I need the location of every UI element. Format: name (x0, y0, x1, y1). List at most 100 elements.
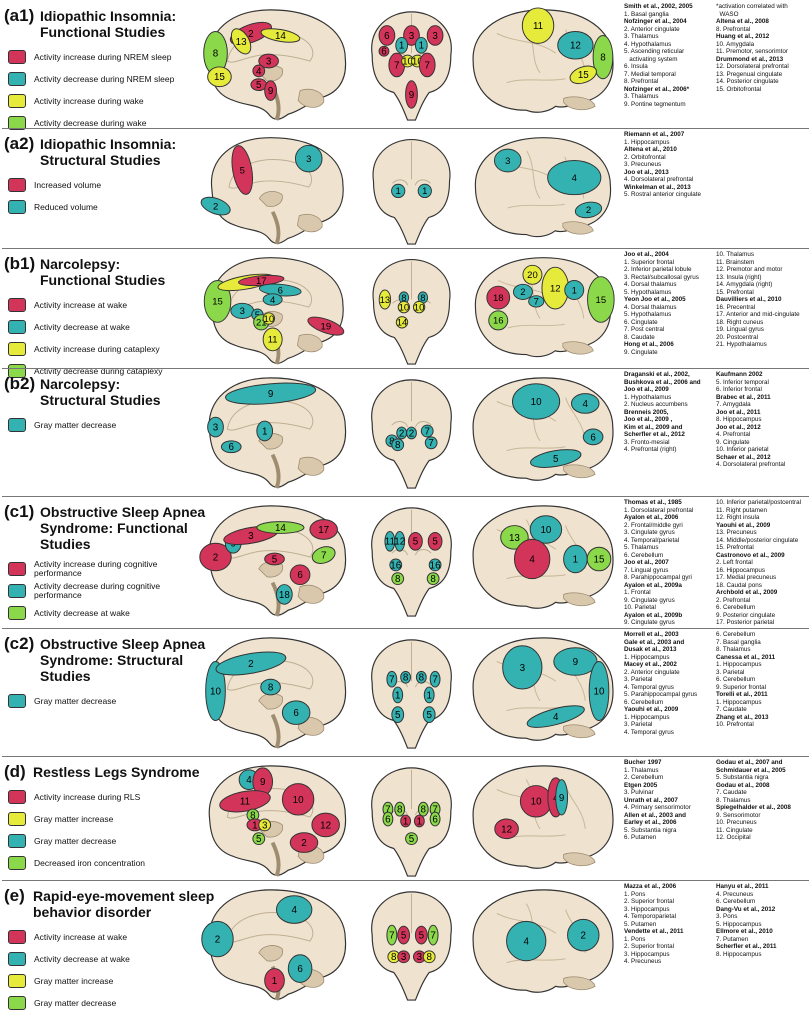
reference-region: 6. Cerebellum (716, 631, 756, 638)
region-number: 19 (321, 321, 332, 332)
reference-author: Archbold et al., 2009 (716, 589, 778, 596)
panel-title-line: Structural Studies (40, 152, 161, 168)
region-number: 2 (399, 428, 404, 439)
region-shape (420, 424, 434, 438)
brain-region: 4 (252, 64, 266, 78)
reference-region: 4. Dorsolateral prefrontal (716, 461, 786, 468)
panel-label: (b1) (4, 254, 36, 273)
reference-region: 6. Cerebellum (716, 676, 756, 683)
legend-swatch (8, 298, 26, 312)
brain-region: 4 (506, 920, 547, 962)
reference-region: 9. Cingulate (624, 348, 658, 356)
reference-region: 17. Anterior and mid-cingulate (716, 311, 800, 318)
region-number: 9 (268, 389, 273, 400)
reference-region: 1. Hippocampus (716, 698, 762, 706)
reference-region: 7. Post central (624, 326, 665, 333)
brain-region: 16 (488, 310, 509, 331)
brain-region: 17 (309, 519, 338, 540)
brain-region: 5 (422, 706, 436, 723)
region-shape (215, 651, 287, 676)
brain-region: 3 (426, 25, 444, 46)
reference-column: Draganski et al., 2002,Bushkova et al., … (624, 371, 716, 454)
brain-region: 6 (429, 811, 441, 827)
region-shape (426, 25, 444, 46)
brain-region: 10 (529, 515, 563, 544)
brain-region: 4 (513, 538, 551, 580)
brain-region: 2 (406, 426, 417, 439)
region-number: 3 (213, 423, 219, 434)
legend-item: Gray matter decrease (8, 832, 198, 850)
region-number: 2 (586, 205, 591, 216)
reference-region: 3. Hippocampus (624, 905, 670, 913)
reference-region: 9. Cingulate gyrus (624, 596, 675, 604)
region-number: 5 (240, 165, 245, 176)
region-number: 1 (417, 816, 422, 827)
brain-region: 1 (417, 183, 432, 199)
region-shape (394, 530, 406, 552)
brain-region: 10 (262, 312, 276, 325)
region-number: 8 (401, 293, 406, 304)
region-shape (219, 790, 271, 813)
region-number: 2 (581, 931, 586, 942)
region-shape (252, 64, 266, 78)
region-number: 10 (399, 302, 410, 313)
region-shape (391, 572, 405, 586)
region-number: 1 (399, 41, 404, 52)
region-shape (592, 34, 614, 80)
brain-region: 13 (378, 289, 392, 310)
region-number: 9 (260, 777, 265, 788)
region-number: 7 (321, 551, 326, 562)
legend-item: Gray matter decrease (8, 416, 198, 434)
reference-author: Zhang et al., 2013 (716, 713, 769, 721)
region-shape (311, 546, 336, 564)
legend-item: Gray matter increase (8, 810, 198, 828)
region-shape (264, 968, 285, 993)
panel-separator (2, 880, 809, 881)
region-number: 2 (301, 838, 306, 849)
region-shape (275, 895, 313, 924)
reference-region: 14. Amygdala (right) (716, 281, 773, 288)
reference-author: Allen et al., 2003 and (624, 811, 686, 819)
region-number: 3 (266, 56, 272, 67)
reference-region: 12. Occipital (716, 834, 751, 841)
region-shape (564, 280, 585, 300)
region-number: 11 (533, 21, 543, 32)
region-number: 11 (268, 335, 278, 346)
region-shape (397, 925, 411, 945)
region-number: 21 (256, 318, 267, 329)
panel-a2: (a2)Idiopathic Insomnia:Structural Studi… (0, 128, 811, 248)
reference-region: 5. Substantia nigra (716, 774, 769, 781)
legend-swatch (8, 94, 26, 108)
region-number: 6 (384, 31, 390, 42)
reference-author: Brabec et al., 2011 (716, 393, 771, 401)
reference-region: 3. Cingulate gyrus (624, 529, 675, 536)
region-shape (391, 706, 405, 723)
legend-swatch (8, 812, 26, 826)
brain-region: 7 (420, 424, 434, 438)
reference-author: Draganski et al., 2002, (624, 371, 690, 378)
region-number: 15 (212, 297, 223, 308)
region-shape (207, 416, 224, 438)
region-number: 8 (395, 440, 401, 451)
legend-item: Activity decrease at wake (8, 318, 198, 336)
region-number: 3 (262, 820, 268, 831)
region-shape (422, 706, 436, 723)
reference-region: 9. Sensorimotor (716, 811, 761, 819)
reference-author: Castronovo et al., 2009 (716, 551, 785, 559)
region-number: 8 (421, 805, 427, 816)
region-shape (311, 812, 340, 838)
region-shape (423, 686, 435, 704)
brain-region: 2 (512, 283, 533, 300)
reference-author: Bushkova et al., 2006 and (624, 378, 701, 386)
reference-region: 3. Rectal/subcallosal gyrus (624, 273, 699, 281)
region-shape (260, 28, 301, 43)
brain-region: 1 (264, 968, 285, 993)
brain-coronal-outline (372, 139, 451, 245)
reference-region: 10. Amygdala (716, 40, 755, 48)
legend-item: Activity increase at wake (8, 296, 198, 314)
